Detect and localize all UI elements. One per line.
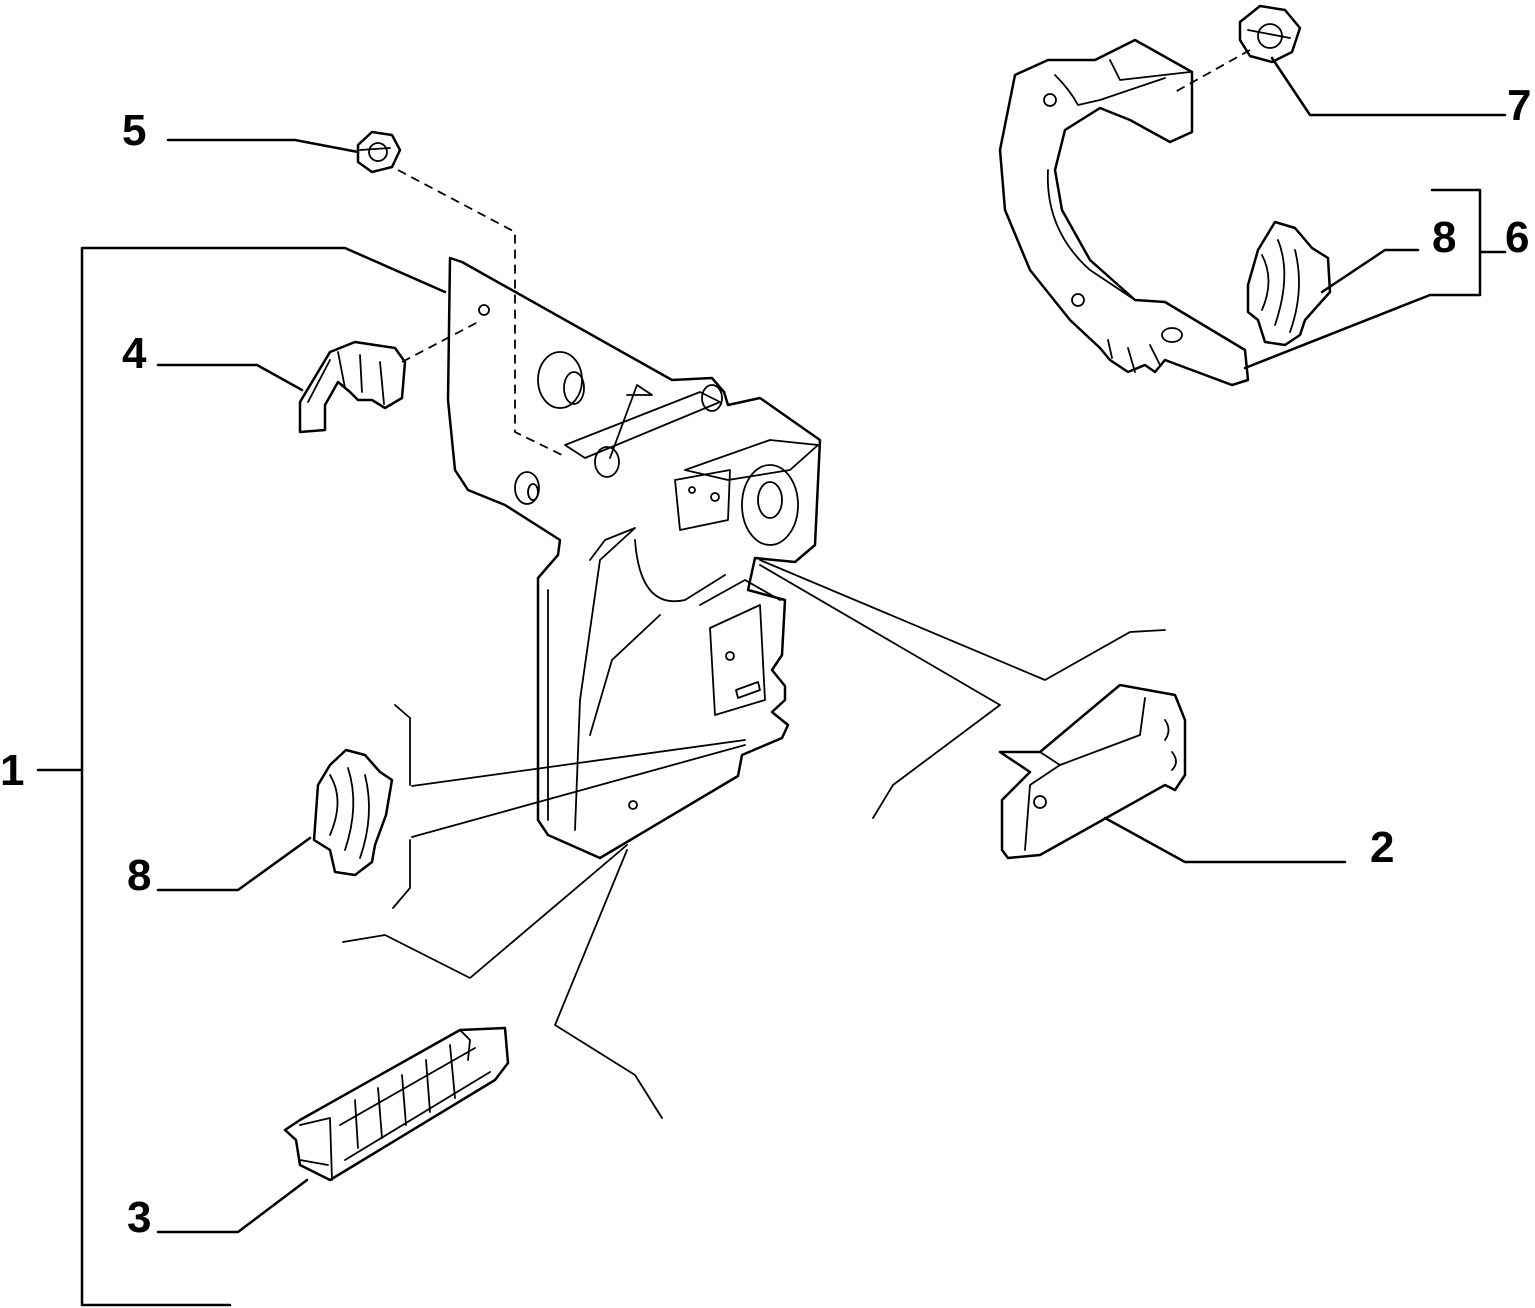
nut-part-5: [166, 130, 563, 456]
bracket-part-2: [998, 683, 1347, 864]
callout-1: 1: [0, 746, 24, 795]
nut-part-7: [1174, 4, 1507, 117]
rail-part-3: [156, 1026, 510, 1234]
callout-8-right: 8: [1432, 213, 1456, 262]
arc-bracket-part-6: [998, 38, 1507, 387]
leader-lines-main-bracket: [342, 559, 1166, 1119]
clip-part-4: [156, 321, 479, 434]
pedal-support-bracket: [446, 256, 822, 860]
callout-6: 6: [1505, 213, 1529, 262]
callout-2: 2: [1370, 823, 1394, 872]
callout-3: 3: [127, 1193, 151, 1242]
clip-part-8-left: [156, 704, 746, 909]
callout-4: 4: [122, 329, 147, 378]
callout-5: 5: [122, 106, 146, 155]
assembly-bracket-1: [36, 246, 447, 1307]
callout-7: 7: [1507, 81, 1531, 130]
callout-8-left: 8: [127, 851, 151, 900]
clip-part-8-right: [1246, 220, 1420, 347]
